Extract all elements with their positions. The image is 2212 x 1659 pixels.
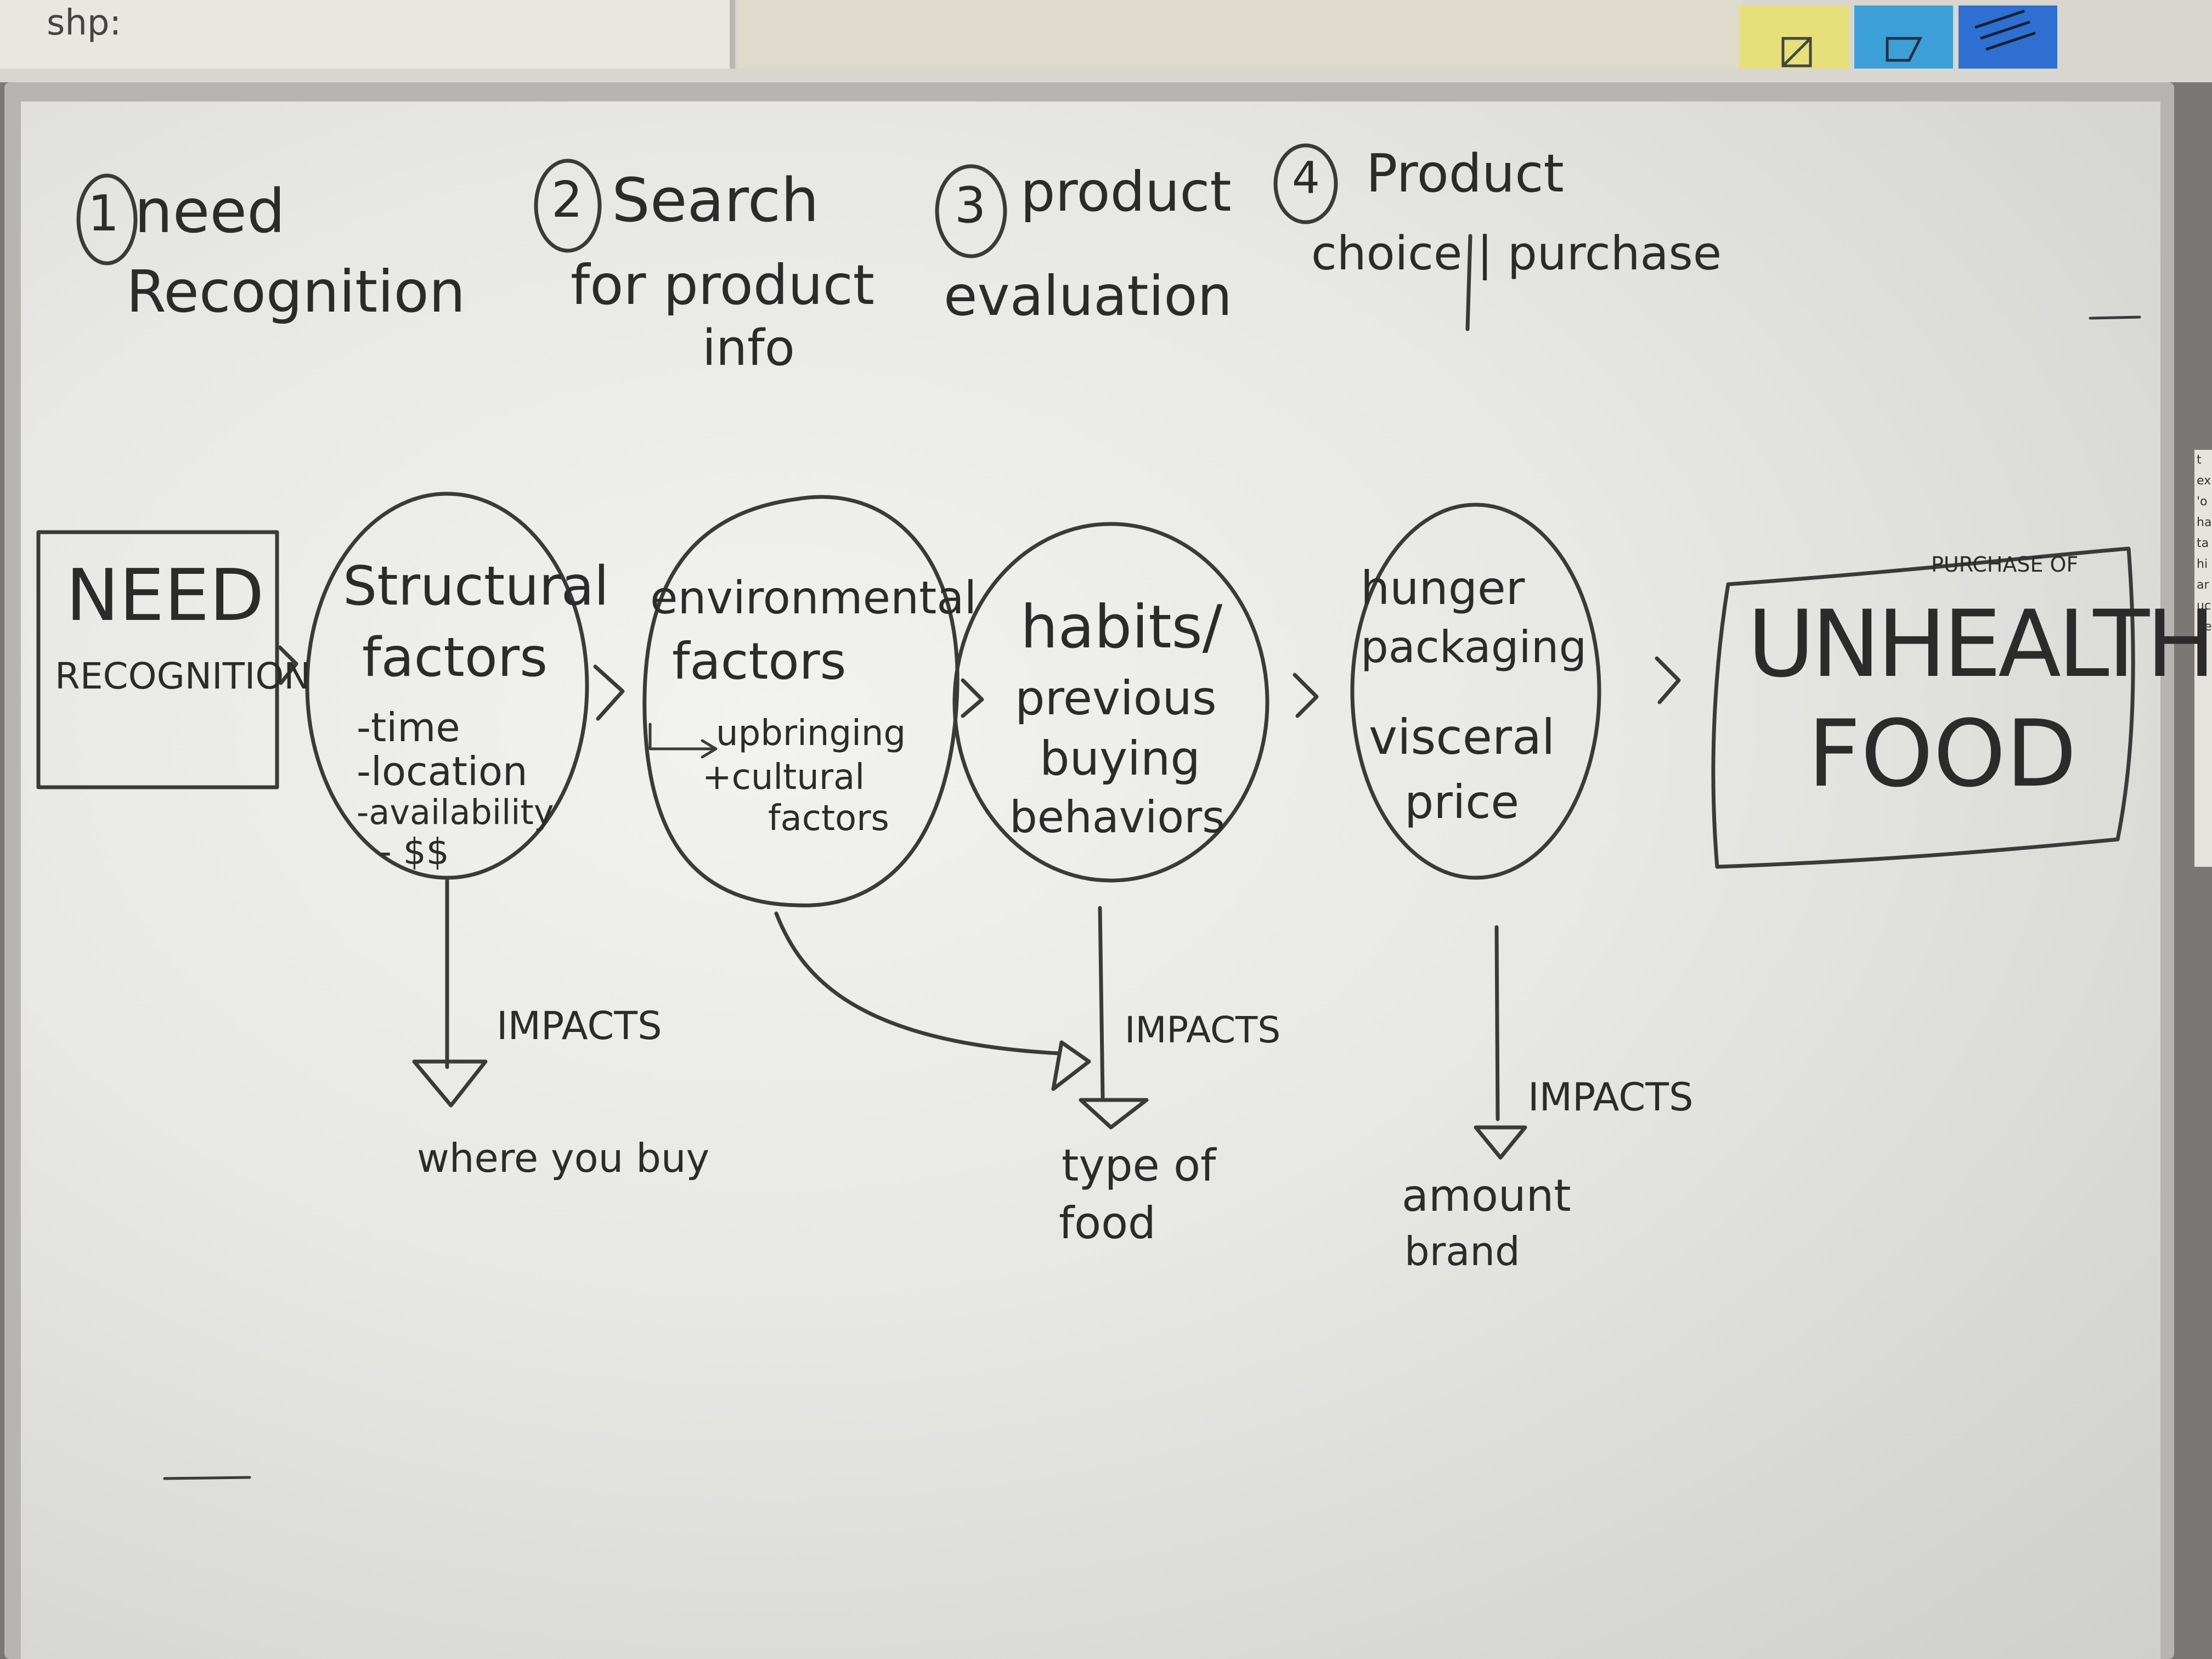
stage-1-circle xyxy=(76,173,138,266)
stage-3-line2: evaluation xyxy=(944,264,1232,328)
sticky-note-blue xyxy=(1854,5,1953,69)
stage-2-line1: Search xyxy=(612,165,819,235)
stage-4-number-text: 4 xyxy=(1292,153,1320,204)
structural-item-money: - $$ xyxy=(379,831,449,873)
impacts-target-1: where you buy xyxy=(417,1135,710,1181)
paper-sheet-left: shp: xyxy=(0,0,735,69)
outcome-small-label: PURCHASE OF xyxy=(1931,552,2079,577)
stage-4-divider xyxy=(1465,234,1472,331)
upbringing-arrow xyxy=(648,723,718,759)
environmental-line3: factors xyxy=(768,798,889,839)
habits-line4: behaviors xyxy=(1009,792,1225,843)
impacts-label-1: IMPACTS xyxy=(496,1003,662,1048)
habits-line3: buying xyxy=(1040,731,1200,786)
stage-2-circle xyxy=(534,159,602,253)
sticky-note-dark-blue xyxy=(1959,5,2057,69)
hunger-line1: hunger xyxy=(1361,561,1525,615)
impacts-target-3-line1: amount xyxy=(1402,1170,1571,1221)
outcome-line1: UNHEALTHY xyxy=(1747,590,2212,698)
hunger-line4: price xyxy=(1404,775,1520,829)
stage-3-number-text: 3 xyxy=(955,177,986,234)
impact-line-2 xyxy=(1098,906,1105,1099)
side-text-fragment: t xyxy=(2197,453,2202,467)
impact-line-3 xyxy=(1494,925,1500,1121)
stage-2-line2: for product xyxy=(571,253,874,317)
side-paper-sheet: t ex 'o ha ta hi ar uc he xyxy=(2194,450,2212,867)
structural-title1: Structural xyxy=(343,555,610,618)
stage-2-line3: info xyxy=(702,319,795,377)
stage-3-line1: product xyxy=(1020,160,1232,224)
stage-2-number-text: 2 xyxy=(551,171,583,229)
side-text-fragment: ar xyxy=(2197,578,2209,592)
impact-arrowhead-curve xyxy=(1051,1040,1091,1091)
habits-ellipse xyxy=(952,522,1269,883)
impacts-label-2: IMPACTS xyxy=(1125,1009,1281,1051)
structural-item-availability: -availability xyxy=(357,792,554,832)
stage-1-number-text: 1 xyxy=(88,185,120,242)
stage-1-line1: need xyxy=(134,176,285,246)
paper-sheet-middle xyxy=(738,0,1742,69)
arrow-head-3 xyxy=(961,678,984,718)
stage-4-line1: Product xyxy=(1366,144,1564,204)
environmental-blob xyxy=(642,495,960,907)
environmental-title2: factors xyxy=(672,632,847,691)
structural-title2: factors xyxy=(362,627,548,689)
stage-1-line2: Recognition xyxy=(126,258,466,325)
arrow-head-2 xyxy=(593,664,625,721)
side-text-fragment: uc xyxy=(2197,599,2211,613)
impacts-target-2-line1: type of xyxy=(1062,1140,1216,1191)
environmental-title1: environmental xyxy=(650,572,977,624)
side-text-fragment: ta xyxy=(2197,537,2209,550)
structural-item-location: -location xyxy=(357,748,528,794)
stray-mark-right xyxy=(2089,315,2141,320)
arrow-head-5 xyxy=(1655,656,1681,704)
environmental-line2: +cultural xyxy=(702,757,865,798)
habits-line1: habits/ xyxy=(1020,593,1223,662)
impact-arrowhead-1 xyxy=(412,1059,488,1108)
outcome-box-outline xyxy=(1711,546,2135,869)
sticky-note-yellow xyxy=(1739,5,1849,69)
structural-item-time: -time xyxy=(357,704,460,751)
environmental-line1: upbringing xyxy=(716,713,906,754)
side-text-fragment: ha xyxy=(2197,516,2212,529)
impacts-target-3-line2: brand xyxy=(1404,1228,1520,1274)
outcome-line2: FOOD xyxy=(1808,700,2077,808)
impact-arrowhead-3 xyxy=(1474,1125,1527,1160)
side-text-fragment: ex xyxy=(2197,474,2211,488)
impacts-target-2-line2: food xyxy=(1059,1198,1156,1249)
side-text-fragment: he xyxy=(2197,620,2212,634)
stage-4-line2: choice | purchase xyxy=(1311,227,1722,281)
stray-mark-bottom-left xyxy=(163,1476,251,1480)
stage-4-circle xyxy=(1273,143,1338,224)
side-text-fragment: hi xyxy=(2197,557,2208,571)
hunger-ellipse xyxy=(1350,503,1601,880)
arrow-head-4 xyxy=(1293,673,1319,718)
need-box-line2: RECOGNITION xyxy=(55,655,311,697)
hunger-line3: visceral xyxy=(1369,709,1555,765)
hunger-line2: packaging xyxy=(1361,622,1587,673)
side-text-fragment: 'o xyxy=(2197,495,2208,509)
impacts-label-3: IMPACTS xyxy=(1528,1075,1694,1120)
corner-scribble: shp: xyxy=(47,3,122,43)
need-box-outline xyxy=(36,530,279,789)
impact-arrowhead-2 xyxy=(1079,1098,1149,1130)
need-box-line1: NEED xyxy=(66,554,264,637)
stage-3-circle xyxy=(935,164,1007,258)
habits-line2: previous xyxy=(1015,671,1217,726)
structural-ellipse xyxy=(305,492,589,880)
environmental-to-type-curve xyxy=(774,911,1061,1056)
arrow-head-1 xyxy=(278,645,298,685)
